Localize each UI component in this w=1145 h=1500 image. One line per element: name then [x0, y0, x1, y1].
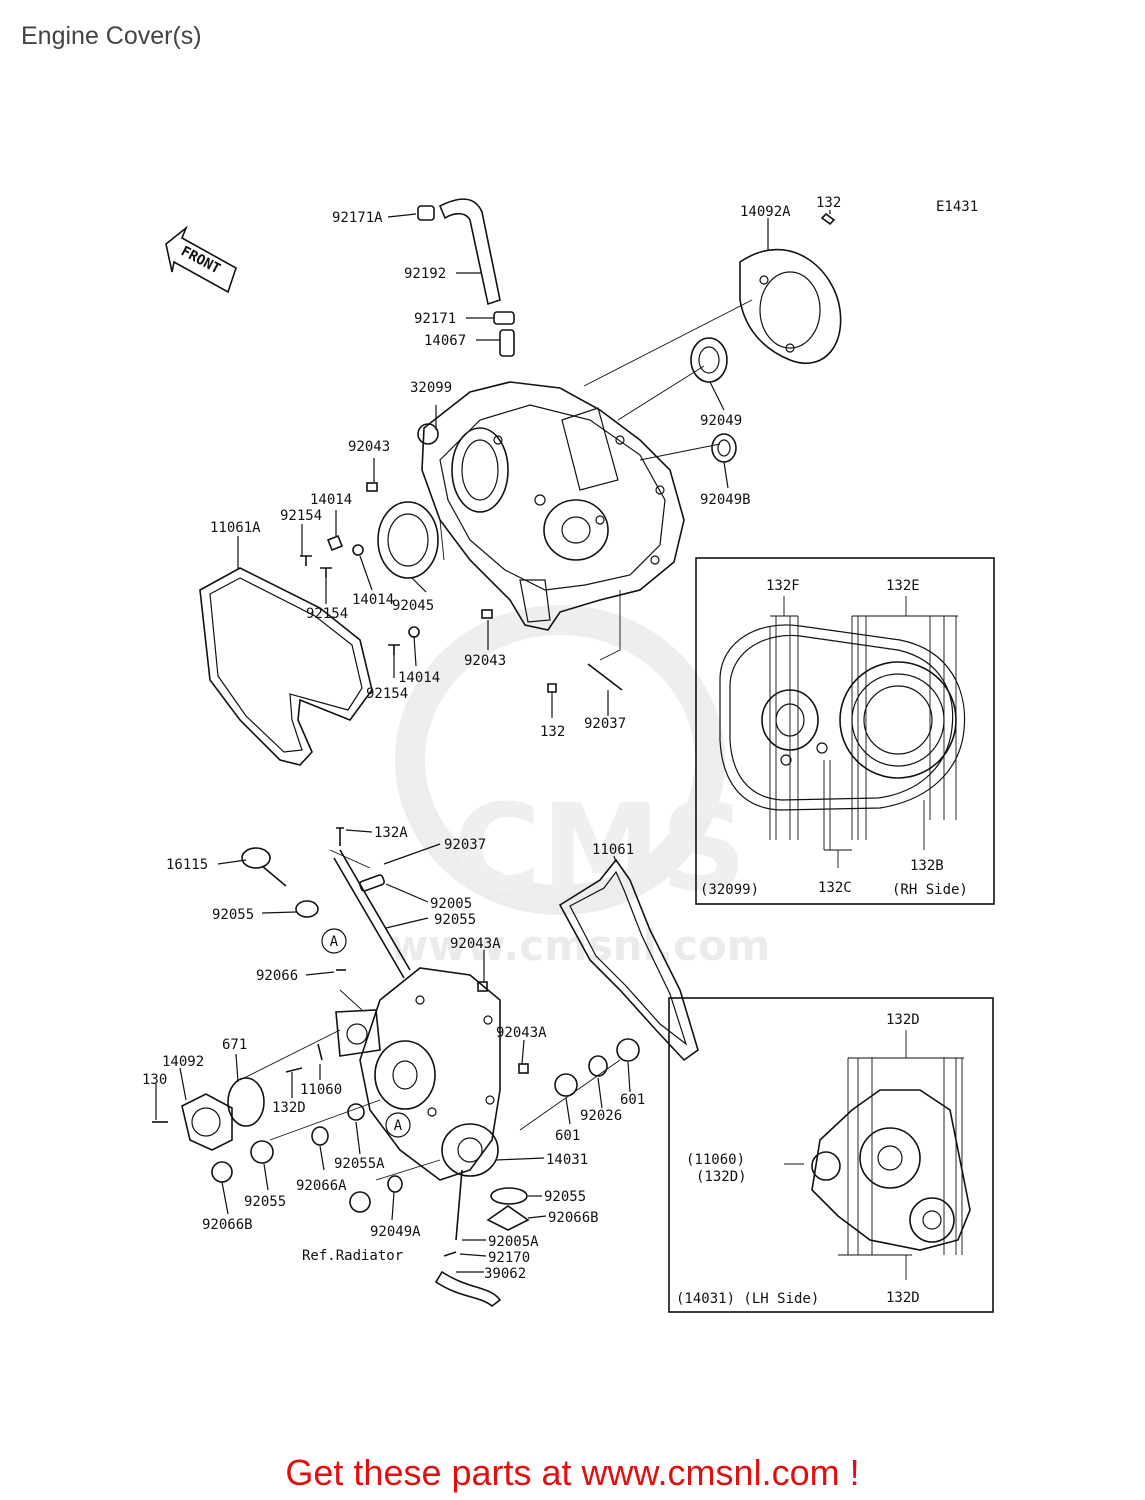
part-label: 132F — [766, 578, 800, 594]
part-label: (132D) — [696, 1169, 747, 1185]
inset-lh-side — [668, 997, 994, 1313]
part-label: 132D — [272, 1100, 306, 1116]
clutch-cover-outline — [421, 381, 685, 631]
part-label: 92154 — [306, 606, 348, 622]
part-label: 130 — [142, 1072, 167, 1088]
breather-hose — [417, 198, 515, 357]
part-label: 132D — [886, 1012, 920, 1028]
part-label: 132C — [818, 880, 852, 896]
page-title: Engine Cover(s) — [21, 22, 202, 50]
gasket-left — [199, 567, 373, 766]
oil-pipe — [333, 827, 411, 979]
filler-cap — [241, 847, 319, 918]
part-label: 92066A — [296, 1178, 347, 1194]
part-label: 92043A — [496, 1025, 547, 1041]
watermark: CMS www.cmsnl.com — [389, 605, 771, 970]
part-label: 14092A — [740, 204, 791, 220]
part-label: 92005A — [488, 1234, 539, 1250]
part-label: 132 — [816, 195, 841, 211]
part-label: 92192 — [404, 266, 446, 282]
part-label: 601 — [620, 1092, 645, 1108]
diagram-code: E1431 — [936, 199, 978, 215]
part-label: 32099 — [410, 380, 452, 396]
part-label: 92055 — [544, 1189, 586, 1205]
part-label: (RH Side) — [892, 882, 968, 898]
lh-cover-outline — [335, 967, 501, 1181]
part-label: 92037 — [444, 837, 486, 853]
cover-plate — [739, 212, 842, 365]
part-label: 132E — [886, 578, 920, 594]
part-label: 11061A — [210, 520, 261, 536]
part-label: 92049A — [370, 1224, 421, 1240]
part-label: 92066B — [202, 1217, 253, 1233]
svg-text:A: A — [394, 1118, 403, 1134]
svg-text:CMS: CMS — [453, 780, 747, 919]
part-label: 92055 — [212, 907, 254, 923]
gasket-lower — [558, 858, 699, 1062]
part-label: 132A — [374, 825, 408, 841]
part-label: 92055A — [334, 1156, 385, 1172]
guide-lines — [239, 299, 753, 1181]
part-label: (14031) (LH Side) — [676, 1291, 819, 1307]
part-label: 92171A — [332, 210, 383, 226]
part-label: 14014 — [398, 670, 440, 686]
part-label: 11061 — [592, 842, 634, 858]
part-label: 92043 — [348, 439, 390, 455]
part-label: 92171 — [414, 311, 456, 327]
part-label: 92043 — [464, 653, 506, 669]
part-label: 92170 — [488, 1250, 530, 1266]
part-label: Ref.Radiator — [302, 1248, 403, 1264]
part-label: 132D — [886, 1290, 920, 1306]
part-label: 92037 — [584, 716, 626, 732]
inset-rh-side — [695, 557, 995, 905]
small-fasteners — [300, 482, 623, 693]
part-label: 14092 — [162, 1054, 204, 1070]
part-label: (11060) — [686, 1152, 745, 1168]
part-label: 92026 — [580, 1108, 622, 1124]
part-label: 92154 — [280, 508, 322, 524]
part-label: 16115 — [166, 857, 208, 873]
leader-lines — [155, 210, 831, 1273]
part-label: 671 — [222, 1037, 247, 1053]
part-label: 92049 — [700, 413, 742, 429]
part-label: 92154 — [366, 686, 408, 702]
ref-marker-a-top: A — [321, 928, 347, 954]
part-labels: 92171A 92192 92171 14067 32099 92043 140… — [142, 195, 968, 1307]
part-label: 92066B — [548, 1210, 599, 1226]
part-label: 132B — [910, 858, 944, 874]
part-label: 14014 — [310, 492, 352, 508]
part-label: 601 — [555, 1128, 580, 1144]
part-label: 14067 — [424, 333, 466, 349]
pump-cover — [152, 1077, 274, 1183]
promo-link[interactable]: Get these parts at www.cmsnl.com ! — [285, 1452, 860, 1493]
part-label: 92066 — [256, 968, 298, 984]
part-label: 92055 — [434, 912, 476, 928]
part-label: (32099) — [700, 882, 759, 898]
part-label: 132 — [540, 724, 565, 740]
part-label: 92055 — [244, 1194, 286, 1210]
oil-seals — [377, 337, 737, 579]
parts-diagram: CMS www.cmsnl.com FRONT — [142, 195, 995, 1313]
part-label: 92005 — [430, 896, 472, 912]
watermark-text: www.cmsnl.com — [389, 921, 770, 970]
part-label: 39062 — [484, 1266, 526, 1282]
part-label: 92049B — [700, 492, 751, 508]
part-label: 92045 — [392, 598, 434, 614]
part-label: 14031 — [546, 1152, 588, 1168]
ref-marker-a-bottom: A — [385, 1112, 411, 1138]
part-label: 14014 — [352, 592, 394, 608]
part-label: 92043A — [450, 936, 501, 952]
lower-seals — [285, 969, 640, 1308]
part-label: 11060 — [300, 1082, 342, 1098]
front-arrow-icon: FRONT — [165, 225, 237, 294]
svg-text:A: A — [330, 934, 339, 950]
